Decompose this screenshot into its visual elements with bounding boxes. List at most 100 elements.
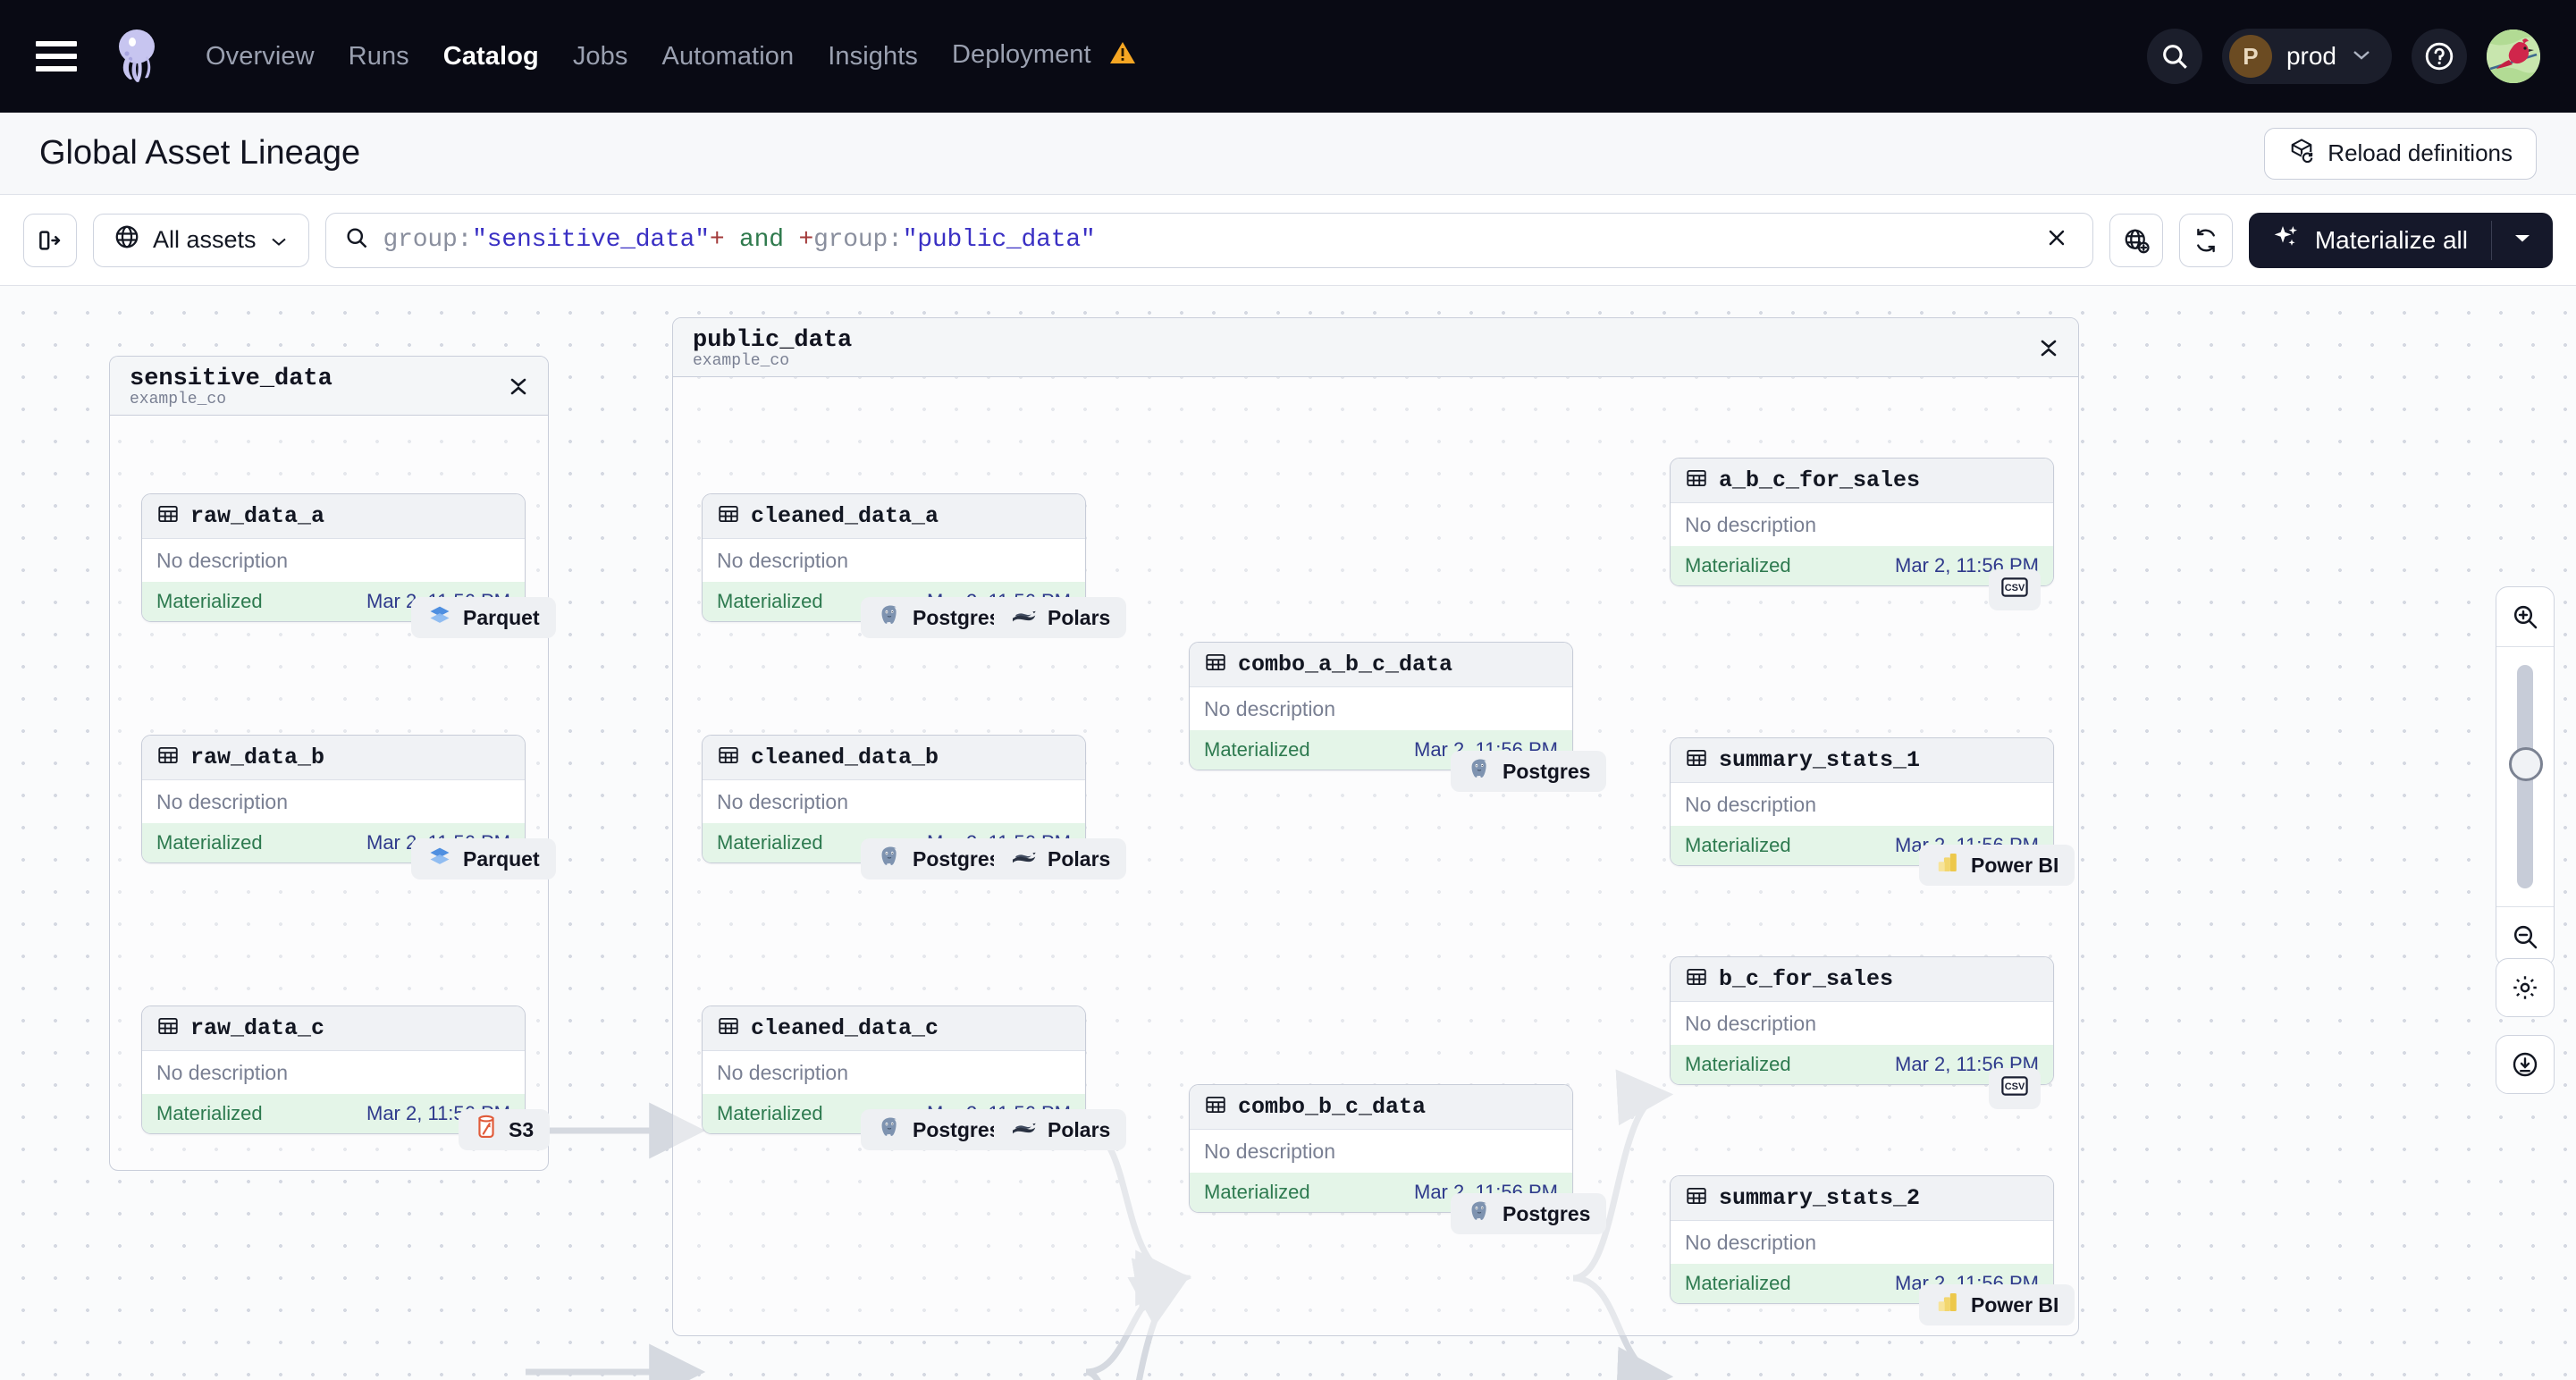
nav-link-overview[interactable]: Overview <box>206 41 315 71</box>
lineage-search-input[interactable]: group:"sensitive_data"+ and +group:"publ… <box>324 212 2093 268</box>
asset-node-header: combo_b_c_data <box>1190 1085 1572 1130</box>
zoom-in-icon[interactable] <box>2496 587 2554 646</box>
deployment-selector[interactable]: P prod <box>2221 29 2392 84</box>
asset-node-title: summary_stats_1 <box>1719 747 1921 773</box>
zoom-slider-handle[interactable] <box>2509 747 2543 781</box>
asset-node-description: No description <box>1671 783 2053 826</box>
asset-tag-csv-icon[interactable]: CSV <box>1989 1068 2041 1109</box>
svg-text:CSV: CSV <box>2005 1081 2025 1092</box>
table-icon <box>1204 1093 1227 1121</box>
divider <box>2496 646 2554 647</box>
collapse-group-icon[interactable] <box>507 373 530 404</box>
postgres-icon <box>877 602 902 633</box>
fit-view-icon[interactable] <box>2496 1035 2555 1094</box>
nav-link-runs[interactable]: Runs <box>348 41 409 71</box>
asset-tag-postgres[interactable]: Postgres <box>1451 1193 1607 1234</box>
chevron-down-icon <box>2351 47 2372 66</box>
zoom-slider[interactable] <box>2496 647 2554 906</box>
asset-tag-polars[interactable]: Polars <box>994 597 1127 638</box>
asset-tag-label: Polars <box>1048 1117 1111 1141</box>
close-icon[interactable] <box>2039 225 2075 255</box>
search-query-text: group:"sensitive_data"+ and +group:"publ… <box>383 226 1096 254</box>
asset-node-description: No description <box>1671 1002 2053 1045</box>
asset-node-description: No description <box>142 1051 525 1094</box>
asset-node-title: b_c_for_sales <box>1719 966 1894 992</box>
chevron-down-icon <box>269 226 289 254</box>
asset-tag-postgres[interactable]: Postgres <box>861 597 1017 638</box>
asset-tag-postgres[interactable]: Postgres <box>1451 751 1607 792</box>
powerbi-icon <box>1935 850 1960 880</box>
asset-tag-csv-icon[interactable]: CSV <box>1989 569 2041 610</box>
nav-link-automation[interactable]: Automation <box>661 41 795 71</box>
lineage-toolbar: All assets group:"sensitive_data"+ and +… <box>0 195 2576 286</box>
nav-right-cluster: P prod <box>2146 29 2540 84</box>
asset-tag-label: Postgres <box>1503 1201 1591 1225</box>
asset-tag-s3[interactable]: S3 <box>459 1109 551 1150</box>
collapse-group-icon[interactable] <box>2037 334 2060 366</box>
nav-link-jobs[interactable]: Jobs <box>572 41 628 71</box>
zoom-out-icon[interactable] <box>2496 907 2554 966</box>
help-circle-icon[interactable] <box>2412 29 2467 84</box>
search-icon[interactable] <box>2146 29 2202 84</box>
materialize-all-button[interactable]: Materialize all <box>2248 212 2553 268</box>
nav-link-catalog[interactable]: Catalog <box>442 41 539 71</box>
group-subtitle: example_co <box>130 391 227 408</box>
asset-node-title: raw_data_b <box>190 745 325 770</box>
asset-tag-power-bi[interactable]: Power BI <box>1919 1284 2075 1325</box>
asset-tag-polars[interactable]: Polars <box>994 1109 1127 1150</box>
asset-tag-postgres[interactable]: Postgres <box>861 838 1017 879</box>
asset-node-title: cleaned_data_a <box>751 503 939 529</box>
asset-node-title: combo_a_b_c_data <box>1238 652 1453 677</box>
reload-definitions-button[interactable]: Reload definitions <box>2264 127 2537 180</box>
asset-node-description: No description <box>703 1051 1085 1094</box>
lineage-canvas[interactable]: sensitive_data example_co public_data ex… <box>0 286 2576 1380</box>
asset-node-description: No description <box>1671 1221 2053 1264</box>
asset-node-header: raw_data_c <box>142 1006 525 1051</box>
asset-tag-parquet[interactable]: Parquet <box>411 838 556 879</box>
status-badge: Materialized <box>1685 1272 1791 1294</box>
postgres-icon <box>877 844 902 874</box>
group-name: sensitive_data <box>130 366 333 392</box>
dagster-logo-icon[interactable] <box>107 27 166 86</box>
asset-node-title: a_b_c_for_sales <box>1719 467 1921 493</box>
materialize-all-label: Materialize all <box>2314 225 2468 254</box>
zoom-controls[interactable] <box>2496 586 2555 967</box>
cube-refresh-icon <box>2288 137 2315 170</box>
nav-link-deployment-label: Deployment <box>951 40 1091 69</box>
asset-tag-polars[interactable]: Polars <box>994 838 1127 879</box>
nav-link-insights[interactable]: Insights <box>828 41 918 71</box>
table-icon <box>156 502 180 530</box>
gear-icon[interactable] <box>2496 958 2555 1017</box>
deployment-initial: P <box>2228 35 2272 78</box>
avatar[interactable] <box>2487 29 2540 83</box>
page-header: Global Asset Lineage Reload definitions <box>0 113 2576 195</box>
search-icon <box>344 225 369 255</box>
parquet-icon <box>427 844 452 874</box>
globe-plus-icon[interactable] <box>2109 213 2163 267</box>
parquet-icon <box>427 602 452 633</box>
asset-tag-label: S3 <box>509 1117 535 1141</box>
deployment-name: prod <box>2286 42 2336 70</box>
table-icon <box>1685 746 1708 774</box>
asset-tag-parquet[interactable]: Parquet <box>411 597 556 638</box>
asset-tag-postgres[interactable]: Postgres <box>861 1109 1017 1150</box>
asset-tag-power-bi[interactable]: Power BI <box>1919 845 2075 886</box>
table-icon <box>717 1014 740 1042</box>
asset-node-header: cleaned_data_c <box>703 1006 1085 1051</box>
table-icon <box>1685 467 1708 494</box>
refresh-icon[interactable] <box>2178 213 2233 267</box>
materialize-dropdown-caret[interactable] <box>2492 231 2553 248</box>
nav-link-deployment[interactable]: Deployment <box>952 40 1136 72</box>
asset-scope-selector[interactable]: All assets <box>93 213 309 267</box>
table-icon <box>156 744 180 771</box>
postgres-icon <box>877 1115 902 1145</box>
hamburger-icon[interactable] <box>36 41 77 72</box>
group-subtitle: example_co <box>693 352 790 370</box>
panel-expand-icon[interactable] <box>23 213 77 267</box>
